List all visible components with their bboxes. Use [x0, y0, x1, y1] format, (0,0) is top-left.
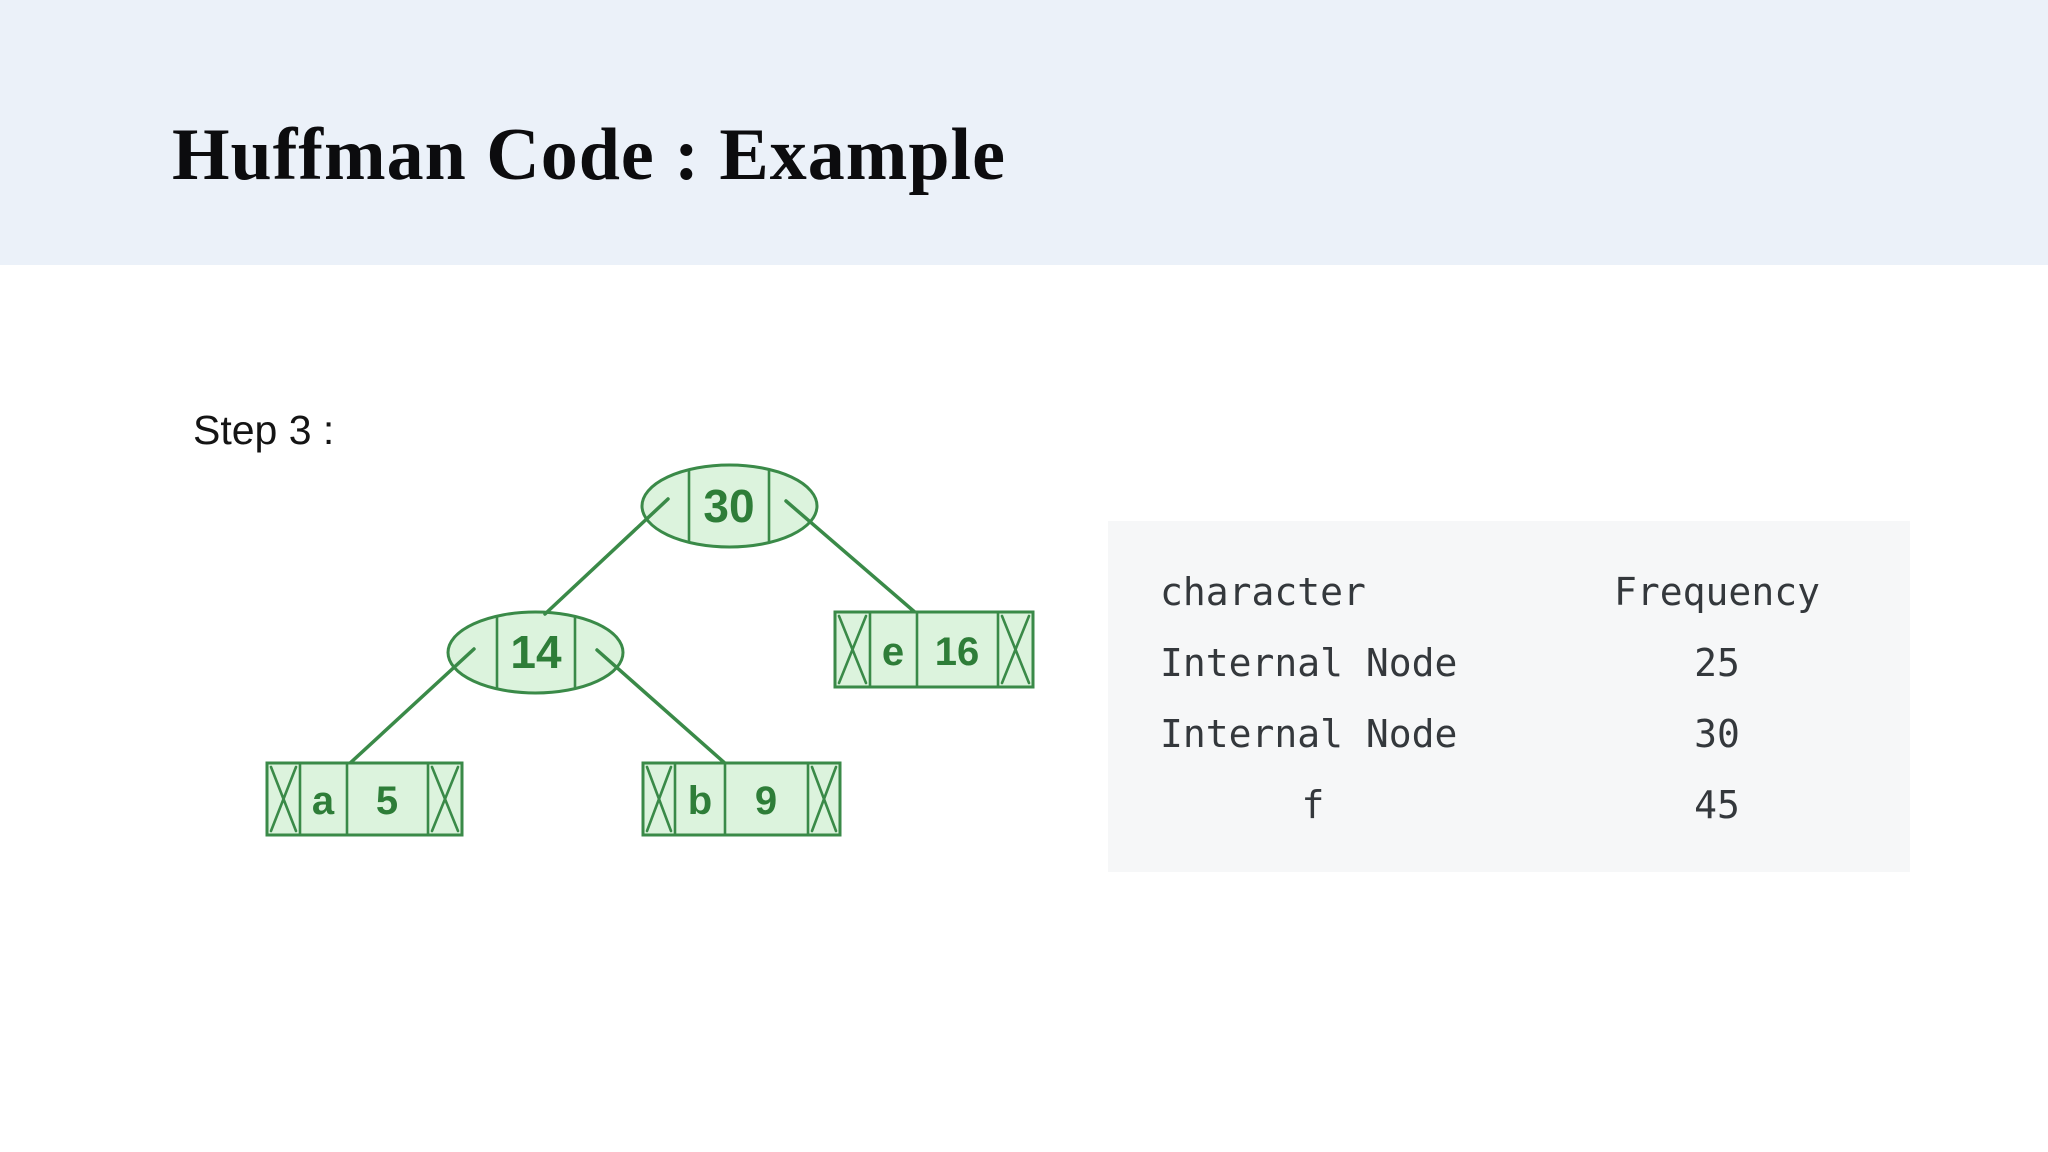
leaf-node-e-char: e	[882, 630, 904, 674]
leaf-node-a: a 5	[265, 761, 464, 837]
edge-internal-to-leaf-b	[595, 648, 729, 767]
cell-character: Internal Node	[1160, 712, 1458, 756]
leaf-node-b: b 9	[641, 761, 842, 837]
null-pointer-x-icon	[810, 765, 838, 833]
leaf-node-a-box	[265, 761, 464, 837]
page-title: Huffman Code : Example	[172, 113, 1006, 196]
root-node-value: 30	[703, 480, 754, 532]
leaf-node-b-freq: 9	[755, 779, 777, 823]
leaf-node-a-char: a	[312, 779, 335, 823]
cell-frequency: 30	[1694, 712, 1740, 756]
leaf-node-e: e 16	[833, 610, 1035, 689]
leaf-node-b-char: b	[688, 779, 712, 823]
step-label: Step 3 :	[193, 407, 335, 453]
leaf-node-a-freq: 5	[376, 779, 398, 823]
internal-node-value: 14	[510, 626, 562, 678]
frequency-table: character Frequency Internal Node 25 Int…	[1108, 521, 1910, 872]
edge-root-to-internal	[543, 497, 670, 616]
edge-internal-to-leaf-a	[346, 647, 476, 767]
null-pointer-x-icon	[1000, 614, 1031, 685]
leaf-node-b-box	[641, 761, 842, 837]
internal-node-ellipse	[446, 610, 625, 695]
null-pointer-x-icon	[837, 614, 868, 685]
header-band	[0, 0, 2048, 265]
column-header-character: character	[1160, 570, 1366, 614]
null-pointer-x-icon	[269, 765, 298, 833]
cell-frequency: 25	[1694, 641, 1740, 685]
leaf-node-e-box	[833, 610, 1035, 689]
table-row: Internal Node 30	[1108, 699, 1910, 770]
cell-character: Internal Node	[1160, 641, 1458, 685]
column-header-frequency: Frequency	[1614, 570, 1820, 614]
table-row: f 45	[1108, 770, 1910, 841]
cell-frequency: 45	[1694, 783, 1740, 827]
edge-root-to-leaf-e	[784, 499, 919, 616]
null-pointer-x-icon	[645, 765, 673, 833]
table-row: Internal Node 25	[1108, 628, 1910, 699]
root-node-ellipse	[640, 463, 819, 549]
cell-character: f	[1301, 783, 1325, 827]
leaf-node-e-freq: 16	[935, 630, 980, 674]
table-header-row: character Frequency	[1108, 557, 1910, 628]
null-pointer-x-icon	[430, 765, 460, 833]
